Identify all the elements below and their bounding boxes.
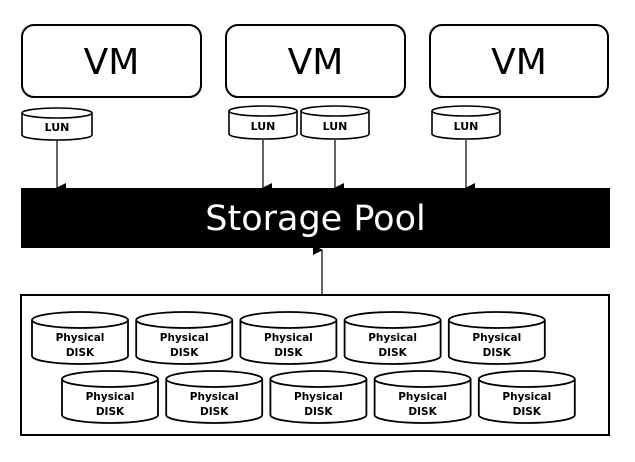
- disk-label-line1: Physical: [502, 391, 551, 403]
- lun-cylinder-4: LUN: [431, 105, 501, 140]
- disk-body: [31, 320, 129, 365]
- disk-label-line2: DISK: [304, 406, 333, 418]
- storage-pool-label: Storage Pool: [205, 199, 425, 239]
- disk-top: [269, 370, 368, 388]
- physical-disks-group: PhysicalDISKPhysicalDISKPhysicalDISKPhys…: [31, 311, 576, 424]
- disk-top: [165, 370, 264, 388]
- disk-body: [343, 320, 442, 365]
- disk-label-line1: Physical: [368, 332, 417, 344]
- disk-body: [165, 379, 264, 424]
- lun-cylinder-3: LUN: [300, 105, 370, 140]
- disk-label-line2: DISK: [483, 347, 512, 359]
- disk-top: [343, 311, 442, 329]
- disk-label-line1: Physical: [86, 391, 135, 403]
- disk-body: [373, 379, 472, 424]
- disk-top: [447, 311, 546, 329]
- disk-label-line1: Physical: [472, 332, 521, 344]
- disk-body: [477, 379, 576, 424]
- vm-label: VM: [84, 42, 140, 83]
- lun-cylinder-2: LUN: [228, 105, 298, 140]
- lun-cylinder-1: LUN: [21, 107, 93, 141]
- disk-label-line2: DISK: [513, 406, 542, 418]
- disk-label-line2: DISK: [408, 406, 437, 418]
- vm-box-3: VM: [429, 24, 609, 98]
- disk-label-line1: Physical: [160, 332, 209, 344]
- disk-label-line2: DISK: [96, 406, 125, 418]
- disk-label-line2: DISK: [200, 406, 229, 418]
- lun-label: LUN: [45, 121, 70, 134]
- disk-body: [269, 379, 368, 424]
- disk-label-line2: DISK: [274, 347, 303, 359]
- storage-pool: Storage Pool: [21, 188, 610, 248]
- disk-label-line1: Physical: [294, 391, 343, 403]
- lun-label: LUN: [454, 120, 479, 133]
- disk-top: [239, 311, 338, 329]
- vm-box-2: VM: [225, 24, 406, 98]
- physical-disks-container: [20, 294, 610, 436]
- disk-top: [31, 311, 129, 329]
- lun-label: LUN: [323, 120, 348, 133]
- disk-label-line2: DISK: [378, 347, 407, 359]
- disk-label-line1: Physical: [264, 332, 313, 344]
- disk-label-line1: Physical: [190, 391, 239, 403]
- disk-body: [447, 320, 546, 365]
- disk-label-line2: DISK: [66, 347, 95, 359]
- disk-top: [373, 370, 472, 388]
- disk-body: [61, 379, 159, 424]
- disk-label-line2: DISK: [170, 347, 199, 359]
- lun-label: LUN: [251, 120, 276, 133]
- disk-label-line1: Physical: [56, 332, 105, 344]
- disk-top: [61, 370, 159, 388]
- vm-label: VM: [288, 42, 344, 83]
- disk-body: [239, 320, 338, 365]
- disk-top: [135, 311, 234, 329]
- disk-label-line1: Physical: [398, 391, 447, 403]
- vm-box-1: VM: [21, 24, 202, 98]
- vm-label: VM: [491, 42, 547, 83]
- disk-body: [135, 320, 234, 365]
- disk-top: [477, 370, 576, 388]
